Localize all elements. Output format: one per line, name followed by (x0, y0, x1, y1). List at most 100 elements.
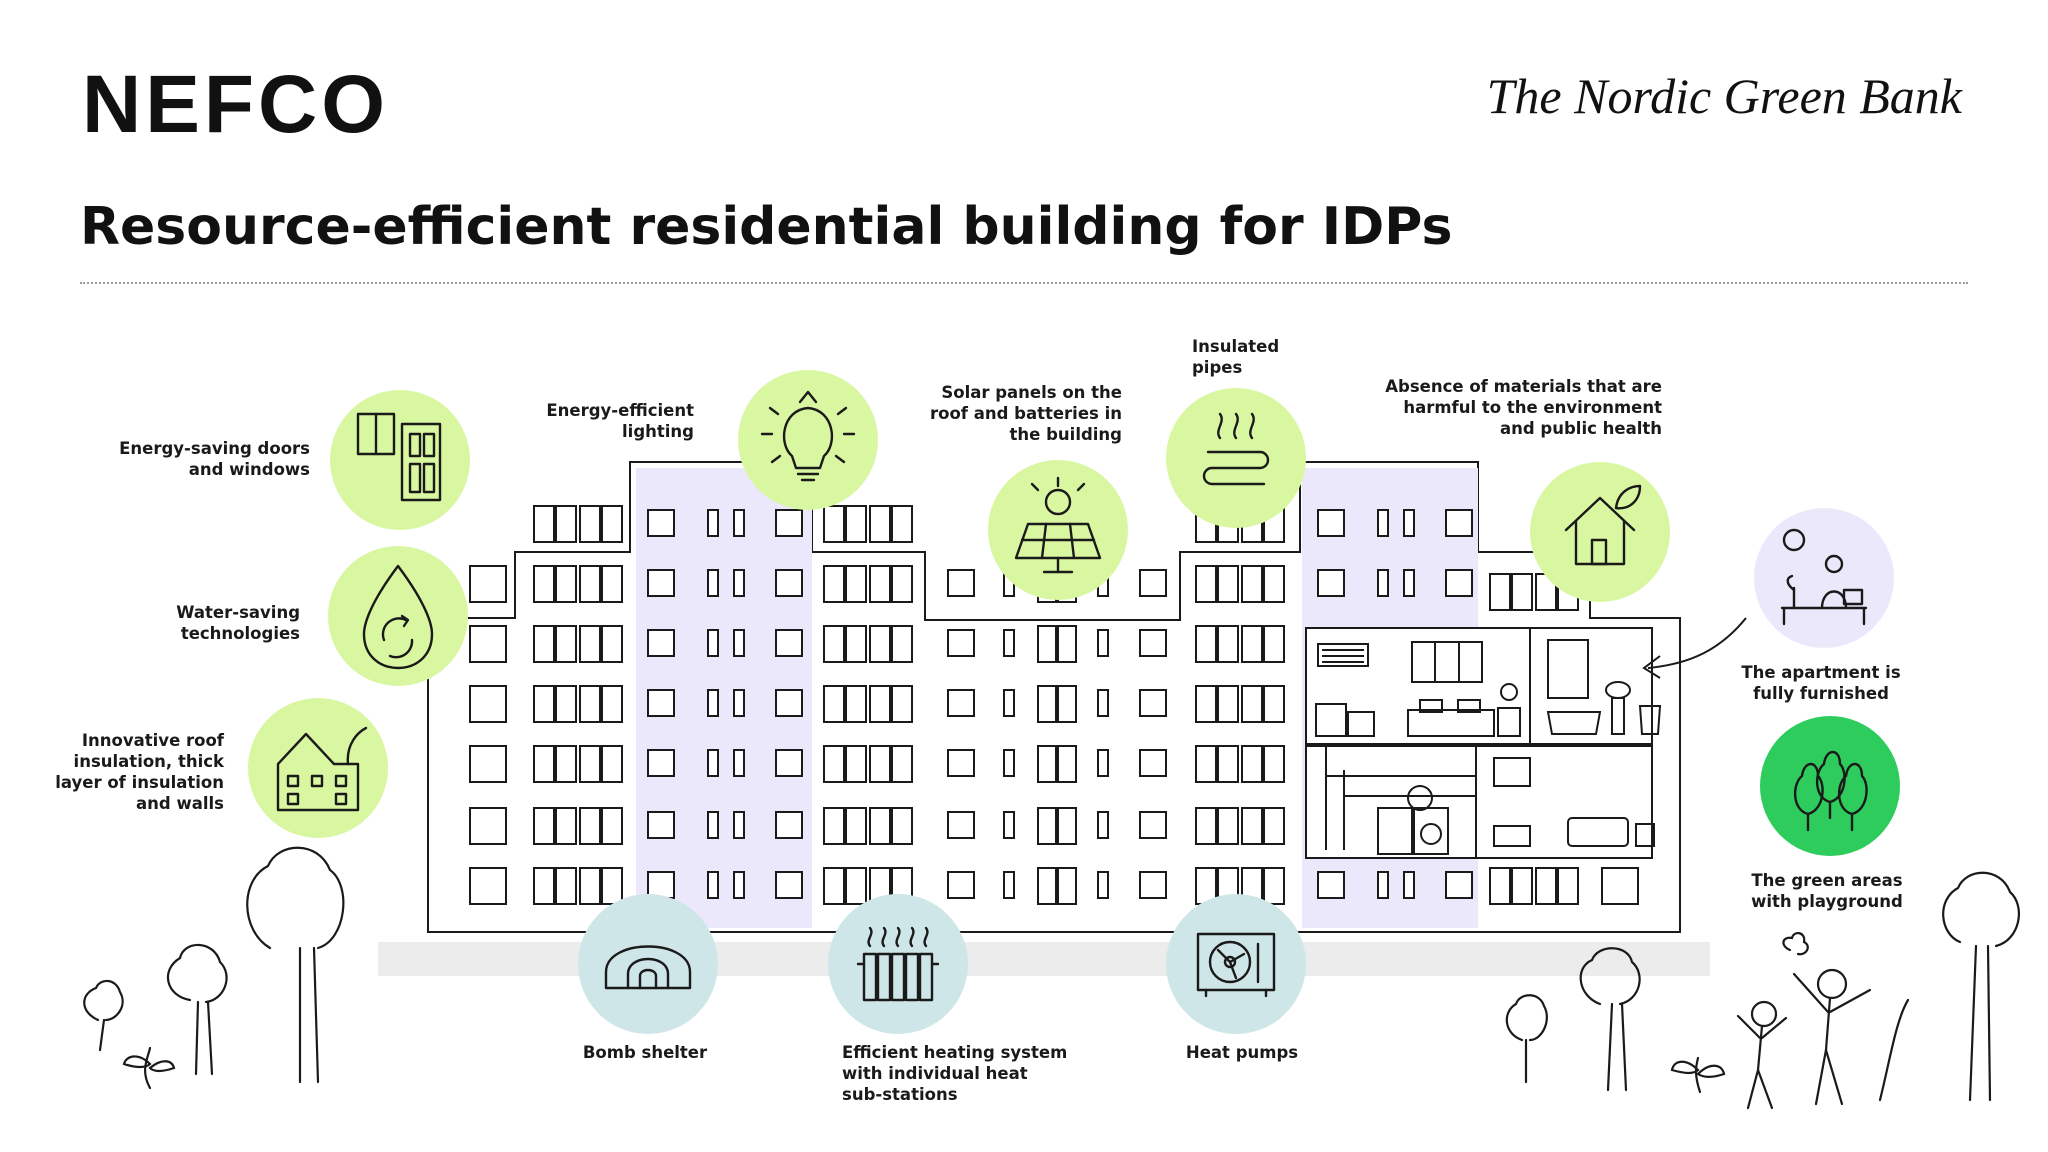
window (845, 807, 867, 845)
window (533, 745, 555, 783)
window (1445, 569, 1473, 597)
page-title: Resource-efficient residential building … (80, 197, 1453, 257)
window (1403, 569, 1415, 597)
window (707, 811, 719, 839)
insulated-pipes-icon (1166, 388, 1306, 528)
window (1217, 685, 1239, 723)
window (555, 625, 577, 663)
window (1263, 685, 1285, 723)
furnished-arrow (1647, 617, 1747, 669)
window (891, 625, 913, 663)
window (1489, 867, 1511, 905)
window (1057, 625, 1077, 663)
window (891, 565, 913, 603)
window (775, 811, 803, 839)
window (601, 685, 623, 723)
window (469, 867, 507, 905)
window (707, 871, 719, 899)
window (533, 625, 555, 663)
window (733, 689, 745, 717)
label-lighting: Energy-efficient lighting (546, 401, 694, 441)
window (1445, 871, 1473, 899)
trees-left (83, 846, 345, 1090)
window (1003, 811, 1015, 839)
window (469, 807, 507, 845)
window (555, 565, 577, 603)
window (647, 509, 675, 537)
window (869, 565, 891, 603)
apartment-cutaway (1305, 627, 1662, 859)
window (1057, 867, 1077, 905)
window (1217, 625, 1239, 663)
window (845, 505, 867, 543)
window (1241, 625, 1263, 663)
window (647, 811, 675, 839)
label-solar: Solar panels on the roof and batteries i… (929, 383, 1122, 444)
window (891, 807, 913, 845)
window (775, 569, 803, 597)
window (1403, 871, 1415, 899)
label-doors-windows: Energy-saving doors and windows (119, 439, 310, 479)
window (1037, 745, 1057, 783)
solar-panel-icon (988, 460, 1128, 600)
bomb-shelter-icon (578, 894, 718, 1034)
heat-pump-icon (1166, 894, 1306, 1034)
window (947, 689, 975, 717)
window (775, 871, 803, 899)
window (823, 745, 845, 783)
window (707, 749, 719, 777)
furnished-room-icon (1754, 508, 1894, 648)
window (1241, 745, 1263, 783)
water-drop-icon (328, 546, 468, 686)
title-divider (80, 282, 1968, 284)
window (947, 811, 975, 839)
window (869, 745, 891, 783)
window (823, 625, 845, 663)
window (647, 689, 675, 717)
window (469, 685, 507, 723)
nefco-logo: NEFCO (82, 59, 389, 150)
window (1195, 807, 1217, 845)
window (1263, 565, 1285, 603)
window (1263, 867, 1285, 905)
window (579, 625, 601, 663)
window (1263, 807, 1285, 845)
window (823, 807, 845, 845)
window (555, 745, 577, 783)
window (1317, 871, 1345, 899)
window (891, 685, 913, 723)
window (533, 565, 555, 603)
window (1139, 749, 1167, 777)
window (707, 629, 719, 657)
window (845, 745, 867, 783)
window (555, 505, 577, 543)
window (647, 871, 675, 899)
window (1097, 689, 1109, 717)
window (1217, 565, 1239, 603)
window (823, 685, 845, 723)
window (1097, 811, 1109, 839)
label-fully-furnished: The apartment is fully furnished (1741, 663, 1901, 703)
window (1037, 685, 1057, 723)
window (1003, 749, 1015, 777)
window (579, 685, 601, 723)
window (1003, 689, 1015, 717)
window (555, 807, 577, 845)
window (775, 689, 803, 717)
window (947, 629, 975, 657)
window-grid (469, 505, 1639, 905)
window (1241, 685, 1263, 723)
window (1139, 871, 1167, 899)
window (947, 569, 975, 597)
window (845, 565, 867, 603)
label-water-saving: Water-saving technologies (176, 603, 300, 643)
trees-right (1505, 871, 2020, 1110)
window (1317, 569, 1345, 597)
label-insulated-pipes: Insulated pipes (1192, 337, 1280, 377)
window (891, 505, 913, 543)
label-roof-insulation: Innovative roof insulation, thick layer … (55, 731, 224, 813)
window (601, 807, 623, 845)
window (1195, 685, 1217, 723)
window (869, 685, 891, 723)
